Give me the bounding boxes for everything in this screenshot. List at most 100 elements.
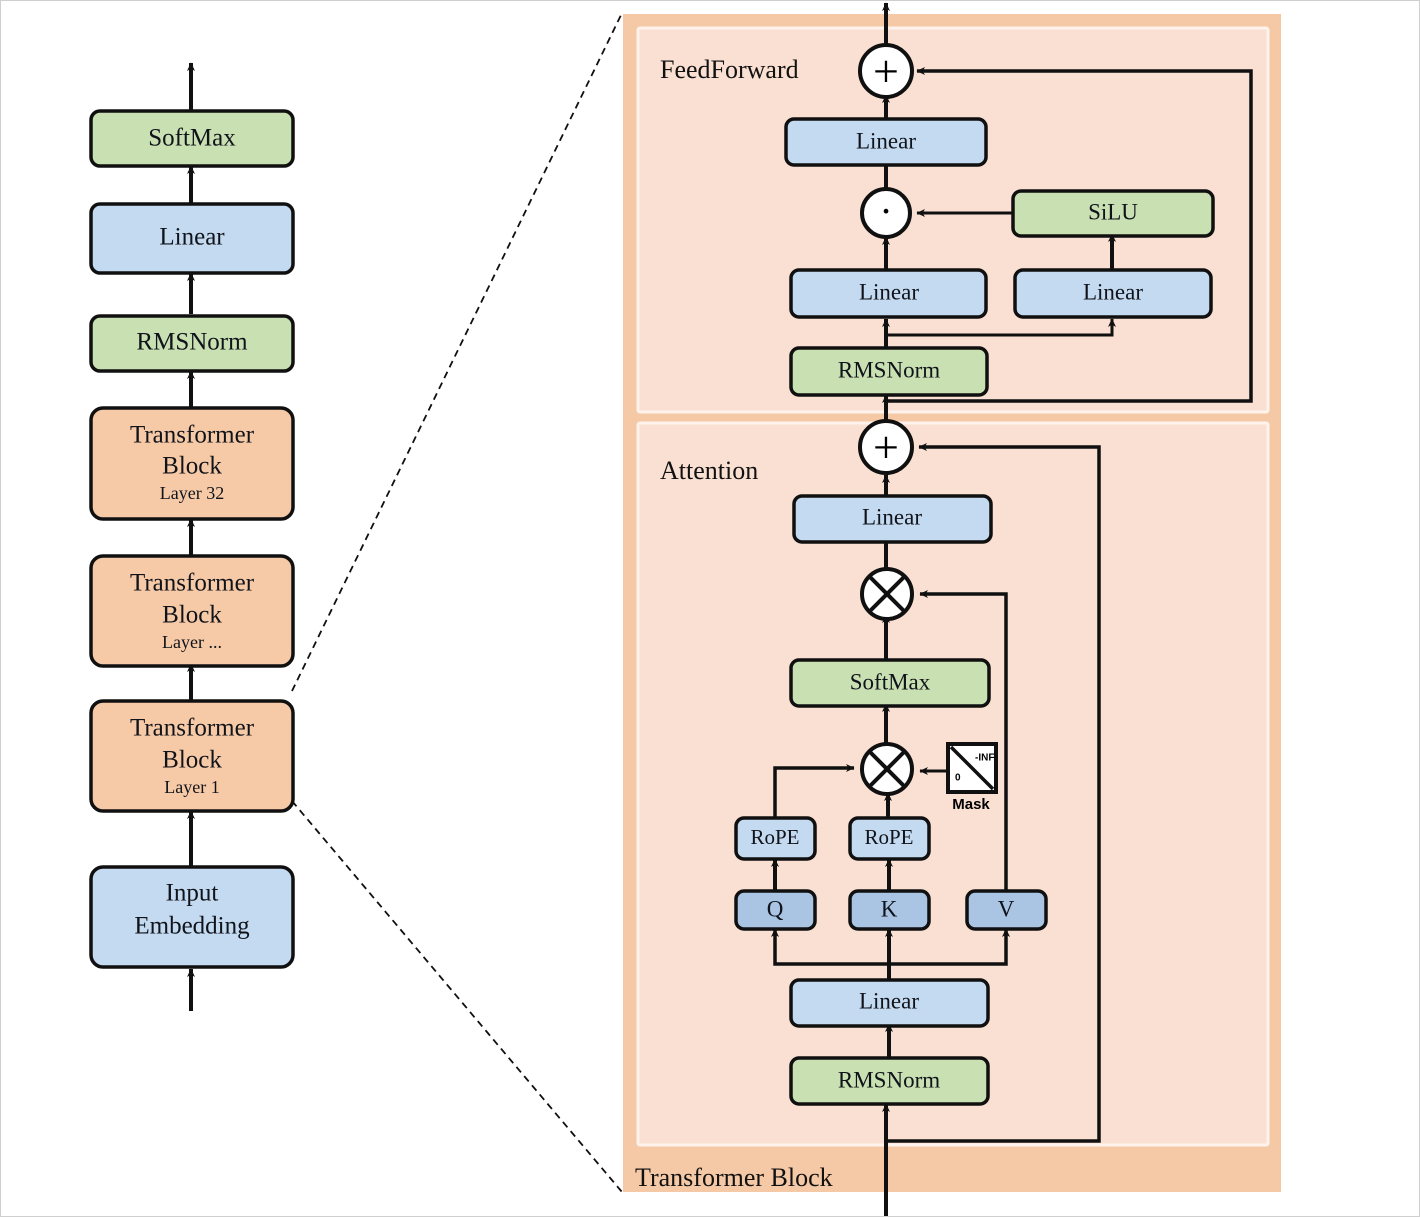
wire-v-to-matmul2 xyxy=(919,589,1008,891)
node-box[interactable] xyxy=(965,889,1048,931)
op-circle[interactable] xyxy=(858,43,914,99)
node-label: Linear xyxy=(862,504,922,529)
node-attn-rmsnorm[interactable]: RMSNorm xyxy=(789,1056,990,1106)
transformer-block-outer-label: Transformer Block xyxy=(635,1163,833,1192)
stack-node-box[interactable] xyxy=(89,406,295,521)
mask-icon[interactable]: -INF 0 Mask xyxy=(946,742,998,813)
stack-node-label: Transformer xyxy=(130,422,255,449)
stack-node-label: RMSNorm xyxy=(136,329,248,356)
wire-linear-to-q xyxy=(771,928,889,966)
node-label: V xyxy=(998,896,1015,921)
wire-ff-residual xyxy=(888,66,1253,403)
op-matmul-scores-values[interactable] xyxy=(860,567,914,621)
stack-node-block-32[interactable]: Transformer Block Layer 32 xyxy=(89,406,295,521)
node-label: SoftMax xyxy=(850,669,931,694)
op-add-feedforward[interactable]: + xyxy=(858,43,914,99)
stack-node-label-2: Block xyxy=(162,747,222,774)
stack-node-box[interactable] xyxy=(89,314,295,373)
node-box[interactable] xyxy=(784,117,988,167)
wire-ropeq-to-matmul1 xyxy=(773,764,855,819)
node-box[interactable] xyxy=(848,816,931,861)
node-box[interactable] xyxy=(789,658,991,708)
node-label: RoPE xyxy=(750,825,799,849)
attention-nodes: + Linear SoftMax -INF 0 Mask xyxy=(734,419,1048,1106)
stack-node-label: Transformer xyxy=(130,715,255,742)
node-box[interactable] xyxy=(789,346,989,397)
mask-label: Mask xyxy=(952,796,990,813)
wire-linear-to-v xyxy=(889,928,1011,966)
stack-node-label: Input xyxy=(166,880,219,907)
stack-node-box[interactable] xyxy=(89,109,295,168)
stack-node-label-2: Block xyxy=(162,602,222,629)
node-ff-silu[interactable]: SiLU xyxy=(1011,189,1215,238)
node-box[interactable] xyxy=(1011,189,1215,238)
node-box[interactable] xyxy=(789,268,988,319)
stack-node-linear-head[interactable]: Linear xyxy=(89,202,295,275)
stack-node-box[interactable] xyxy=(89,865,295,969)
stack-node-block-dots[interactable]: Transformer Block Layer ... xyxy=(89,554,295,668)
mask-lower-value: 0 xyxy=(955,773,961,784)
node-attn-rope-q[interactable]: RoPE xyxy=(734,816,817,861)
node-attn-k[interactable]: K xyxy=(848,889,931,931)
times-icon-2 xyxy=(868,575,906,613)
model-stack: SoftMax Linear RMSNorm Transformer Block… xyxy=(89,62,295,1011)
feedforward-section-label: FeedForward xyxy=(660,55,799,84)
node-box[interactable] xyxy=(789,1056,990,1106)
node-box[interactable] xyxy=(734,816,817,861)
stack-node-sublabel: Layer ... xyxy=(162,632,222,652)
stack-node-label: Linear xyxy=(159,224,225,251)
callout-line-top xyxy=(291,12,623,692)
node-label: Linear xyxy=(859,279,919,304)
node-attn-softmax[interactable]: SoftMax xyxy=(789,658,991,708)
times-icon-2 xyxy=(868,750,906,788)
dot-icon: · xyxy=(879,189,892,234)
node-box[interactable] xyxy=(789,978,990,1028)
op-matmul-query-key[interactable] xyxy=(860,742,914,796)
node-ff-rmsnorm[interactable]: RMSNorm xyxy=(789,346,989,397)
node-box[interactable] xyxy=(848,889,931,931)
node-label: SiLU xyxy=(1088,199,1138,224)
node-ff-linear-out[interactable]: Linear xyxy=(784,117,988,167)
stack-node-block-1[interactable]: Transformer Block Layer 1 xyxy=(89,699,295,813)
stack-node-softmax[interactable]: SoftMax xyxy=(89,109,295,168)
op-add-attention[interactable]: + xyxy=(858,419,914,475)
node-label: Q xyxy=(767,896,784,921)
stack-node-input-embedding[interactable]: Input Embedding xyxy=(89,865,295,969)
stack-node-label: SoftMax xyxy=(148,125,236,152)
stack-node-box[interactable] xyxy=(89,554,295,668)
node-box[interactable] xyxy=(792,494,993,544)
node-label: RMSNorm xyxy=(838,357,940,382)
mask-upper-value: -INF xyxy=(975,753,994,764)
node-label: RMSNorm xyxy=(838,1067,940,1092)
op-multiply-elementwise[interactable]: · xyxy=(860,187,912,239)
node-label: RoPE xyxy=(864,825,913,849)
node-attn-v[interactable]: V xyxy=(965,889,1048,931)
stack-node-sublabel: Layer 32 xyxy=(160,483,224,503)
stack-node-rmsnorm-final[interactable]: RMSNorm xyxy=(89,314,295,373)
node-label: K xyxy=(881,896,898,921)
feedforward-nodes: + Linear · SiLU Linear Linear RMSNorm xyxy=(784,43,1215,397)
stack-node-box[interactable] xyxy=(89,202,295,275)
attention-section-label: Attention xyxy=(660,456,758,485)
wire-ff-rmsnorm-branch-to-up xyxy=(886,318,1117,337)
node-label: Linear xyxy=(859,988,919,1013)
op-circle[interactable] xyxy=(858,419,914,475)
node-ff-linear-up[interactable]: Linear xyxy=(1013,268,1213,319)
node-box[interactable] xyxy=(1013,268,1213,319)
stack-node-box[interactable] xyxy=(89,699,295,813)
node-attn-q[interactable]: Q xyxy=(734,889,817,931)
node-ff-linear-gate[interactable]: Linear xyxy=(789,268,988,319)
node-attn-linear-out[interactable]: Linear xyxy=(792,494,993,544)
callout-connectors xyxy=(291,12,623,1193)
node-attn-linear-qkv[interactable]: Linear xyxy=(789,978,990,1028)
node-attn-rope-k[interactable]: RoPE xyxy=(848,816,931,861)
stack-node-label-2: Block xyxy=(162,453,222,480)
mask-diagonal xyxy=(949,745,995,791)
node-label: Linear xyxy=(856,128,916,153)
op-circle[interactable] xyxy=(860,187,912,239)
stack-node-label: Transformer xyxy=(130,570,255,597)
detail-wiring xyxy=(771,2,1253,1216)
plus-icon: + xyxy=(873,422,899,473)
node-box[interactable] xyxy=(734,889,817,931)
